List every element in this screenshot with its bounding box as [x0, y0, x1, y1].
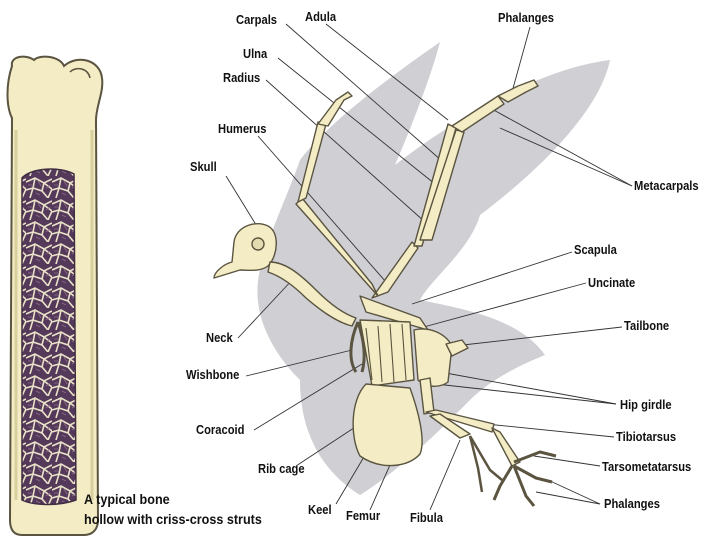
label-uncinate: Uncinate	[588, 275, 636, 290]
bird-skeleton	[213, 79, 557, 507]
label-phalanges-foot: Phalanges	[604, 496, 660, 511]
hip-girdle-bone	[413, 328, 453, 387]
wishbone	[349, 321, 366, 373]
label-wishbone: Wishbone	[186, 367, 240, 382]
label-phalanges-wing: Phalanges	[498, 10, 554, 25]
leader-lines	[225, 23, 633, 511]
label-tarsometatarsus: Tarsometatarsus	[602, 459, 692, 474]
label-skull: Skull	[190, 159, 217, 174]
rib-cage-bones	[359, 319, 415, 387]
label-humerus: Humerus	[218, 121, 267, 136]
label-coracoid: Coracoid	[196, 422, 245, 437]
label-keel: Keel	[308, 502, 332, 517]
label-ulna: Ulna	[243, 46, 268, 61]
humerus-bone	[371, 241, 419, 299]
label-scapula: Scapula	[574, 242, 617, 257]
neck-vertebrae	[267, 261, 357, 327]
tarsometatarsus-bone	[491, 427, 521, 467]
label-metacarpals: Metacarpals	[634, 178, 699, 193]
caption-line-1: A typical bone	[84, 491, 170, 507]
label-fibula: Fibula	[410, 510, 443, 525]
fibula-bone	[429, 413, 471, 439]
wing-phalanges	[497, 79, 539, 103]
label-rib-cage: Rib cage	[258, 461, 305, 476]
label-adula: Adula	[305, 9, 337, 24]
label-tibiotarsus: Tibiotarsus	[616, 429, 677, 444]
foot-phalanges	[492, 450, 557, 507]
skull-bone	[213, 223, 277, 279]
bone-caption: A typical bone hollow with criss-cross s…	[84, 489, 262, 529]
metacarpal-bone	[451, 95, 505, 133]
keel-bone	[352, 383, 423, 467]
bird-silhouette	[257, 42, 610, 495]
caption-line-2: hollow with criss-cross struts	[84, 511, 262, 527]
bone-marrow-struts	[21, 168, 77, 506]
tailbone	[445, 339, 469, 357]
label-carpals: Carpals	[236, 12, 278, 27]
label-femur: Femur	[346, 508, 381, 523]
label-tailbone: Tailbone	[624, 318, 670, 333]
hollow-bone-illustration	[6, 55, 104, 536]
label-hip-girdle: Hip girdle	[620, 397, 672, 412]
label-radius: Radius	[223, 70, 261, 85]
label-neck: Neck	[206, 330, 233, 345]
